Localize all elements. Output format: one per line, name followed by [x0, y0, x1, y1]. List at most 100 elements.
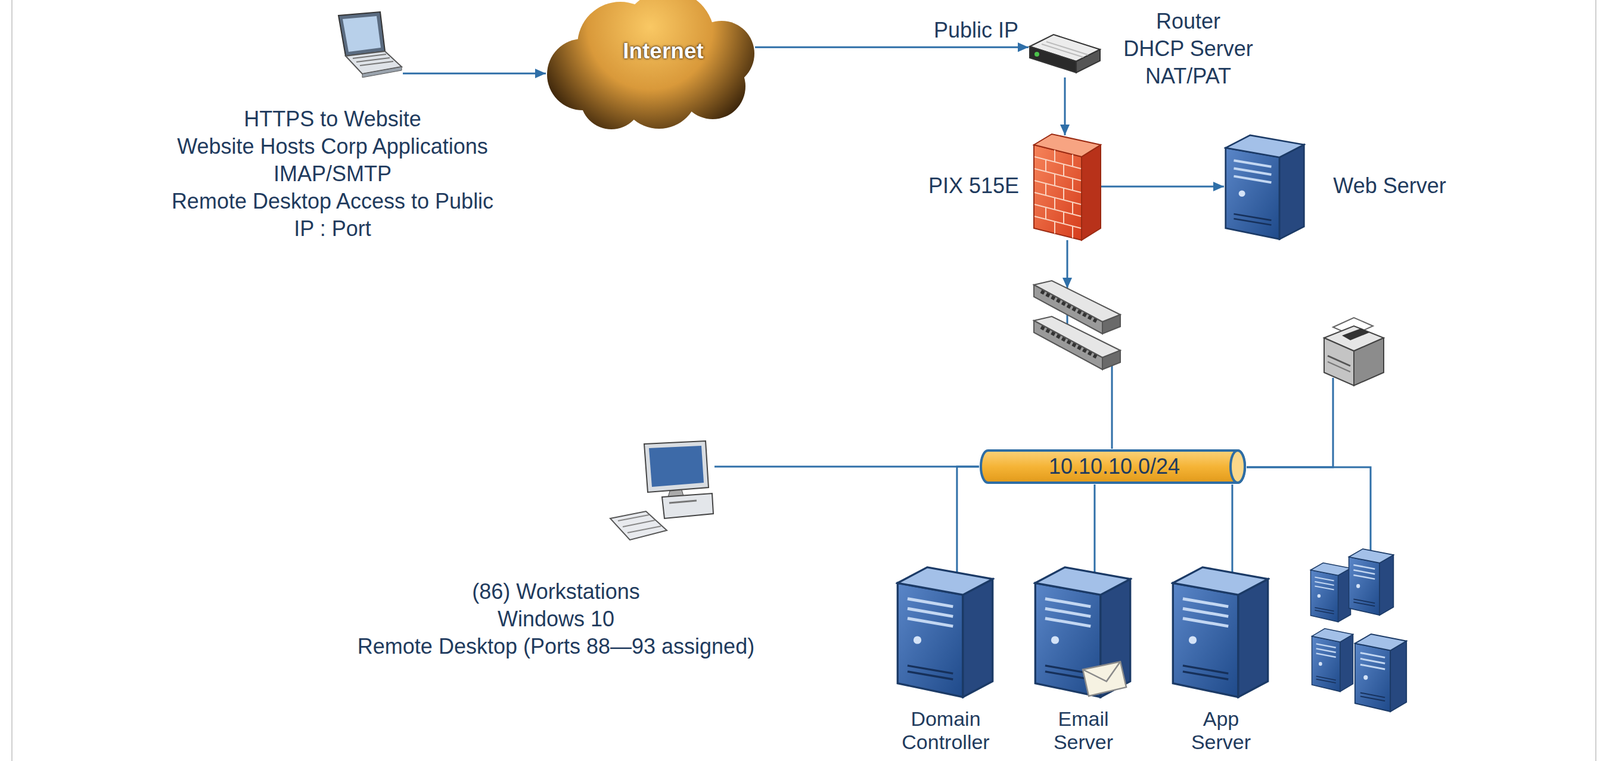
node-label: Windows 10 — [311, 605, 801, 633]
node-icon — [1033, 132, 1101, 241]
network-link — [1100, 181, 1224, 192]
shape-part — [610, 511, 667, 540]
switch-symbol — [1033, 280, 1121, 370]
shape-part — [1063, 164, 1065, 177]
node-label: Domain Controller — [883, 707, 1009, 754]
shape-part — [1072, 225, 1074, 238]
link-line — [714, 465, 980, 468]
shape-part — [1054, 150, 1056, 163]
shape-part — [1349, 548, 1394, 615]
node-label: App Server — [1176, 707, 1266, 754]
node-label: Remote Desktop (Ports 88—93 assigned) — [311, 632, 801, 661]
network-link — [1231, 484, 1233, 573]
shape-part — [1034, 216, 1081, 229]
shape-part — [1310, 563, 1351, 623]
shape-part — [1072, 178, 1074, 191]
shape-part — [617, 514, 649, 521]
shape-part — [1033, 144, 1082, 241]
shape-part — [1225, 135, 1305, 239]
node-caption: (86) WorkstationsWindows 10Remote Deskto… — [311, 578, 801, 661]
shape-part — [1035, 567, 1130, 698]
shape-part — [1076, 49, 1101, 73]
node-label: Email Server — [1038, 707, 1129, 754]
link-line — [1231, 484, 1233, 573]
node-icon — [895, 561, 995, 699]
shape-part — [359, 61, 394, 66]
node-label: Remote Desktop Access to Public IP : Por… — [164, 187, 502, 243]
shape-part — [1355, 634, 1407, 712]
shape-part — [352, 54, 387, 59]
shape-part — [1102, 350, 1121, 370]
shape-part — [1034, 51, 1040, 57]
network-link — [755, 42, 1029, 52]
network-link — [1060, 77, 1070, 136]
shape-part — [1072, 154, 1074, 167]
node-caption: 10.10.10.0/24 — [995, 453, 1234, 480]
shape-part — [897, 567, 993, 698]
cluster-wire — [1246, 467, 1371, 552]
edge-label: Public IP — [910, 17, 1042, 43]
link-line — [402, 72, 546, 75]
node-caption: Domain Controller — [883, 707, 1009, 754]
node-label: PIX 515E — [875, 172, 1019, 200]
firewall-device: PIX 515E — [1033, 132, 1101, 241]
shape-part — [1054, 174, 1056, 186]
node-label: DHCP Server — [1100, 35, 1277, 63]
node-icon — [1033, 561, 1133, 699]
shape-part — [1046, 41, 1089, 55]
shape-part — [1029, 46, 1077, 73]
shape-part — [648, 445, 704, 487]
shape-part — [622, 520, 655, 527]
node-label: HTTPS to Website — [164, 105, 502, 133]
arrow-head — [1060, 124, 1070, 136]
shape-part — [1054, 221, 1056, 234]
link-line — [957, 466, 980, 573]
node-label: 10.10.10.0/24 — [995, 453, 1234, 480]
shape-part — [1033, 134, 1101, 157]
page-frame — [1595, 0, 1597, 761]
shape-part — [338, 11, 385, 57]
email-server: Email Server — [1033, 561, 1133, 699]
lan-segment: 10.10.10.0/24 — [979, 448, 1247, 485]
node-label: Internet — [585, 38, 741, 65]
node-icon — [607, 440, 715, 543]
shape-part — [1054, 197, 1056, 210]
shape-part — [1033, 320, 1103, 370]
shape-part — [1327, 355, 1351, 366]
network-link — [714, 466, 980, 468]
shape-part — [1324, 337, 1354, 386]
shape-part — [1063, 188, 1065, 201]
node-icon — [1028, 28, 1102, 78]
shape-part — [1341, 328, 1370, 341]
network-link — [957, 466, 980, 573]
internet-cloud: Internet — [545, 0, 756, 133]
shape-part — [1045, 159, 1047, 172]
shape-part — [627, 526, 661, 533]
node-caption: Email Server — [1038, 707, 1129, 754]
shape-part — [1327, 361, 1351, 372]
shape-part — [356, 57, 390, 62]
shape-part — [1034, 168, 1081, 181]
shape-part — [1102, 314, 1121, 334]
shape-part — [1230, 450, 1245, 483]
link-line — [755, 46, 1029, 49]
shape-part — [1041, 327, 1097, 357]
shape-part — [342, 16, 381, 52]
printer-wire — [1246, 377, 1334, 468]
network-link — [1094, 484, 1095, 573]
domain-controller: Domain Controller — [895, 561, 995, 699]
arrow-head — [535, 68, 546, 79]
node-label: NAT/PAT — [1100, 62, 1277, 90]
server-cluster-symbol — [1310, 548, 1407, 712]
node-label: IMAP/SMTP — [164, 160, 502, 188]
node-icon — [321, 11, 403, 84]
shape-part — [1034, 192, 1081, 205]
node-label: (86) Workstations — [311, 578, 801, 606]
shape-part — [1082, 661, 1127, 697]
shape-part — [1034, 156, 1081, 169]
arrow-head — [1017, 42, 1029, 52]
shape-part — [1041, 44, 1084, 58]
workstation: (86) WorkstationsWindows 10Remote Deskto… — [607, 440, 715, 543]
